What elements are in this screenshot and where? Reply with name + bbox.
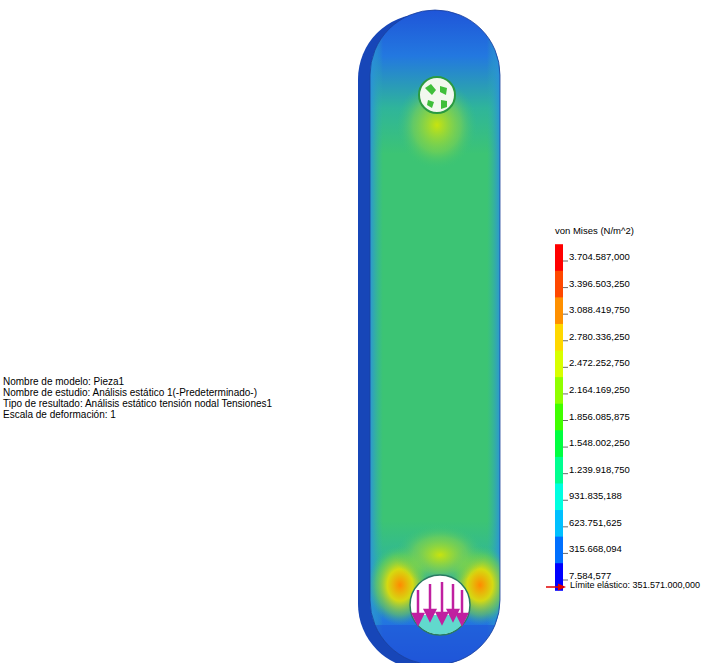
face-outline [370, 10, 500, 663]
scale-value: 3.088.419,750 [569, 305, 630, 315]
scale-title: von Mises (N/m^2) [555, 226, 634, 236]
scale-value: 623.751,625 [569, 518, 622, 528]
scale-swatch [555, 324, 563, 352]
scale-value: 3.396.503,250 [569, 279, 630, 289]
scale-swatch [555, 297, 563, 325]
yield-limit: Límite elástico: 351.571.000,000 [570, 581, 700, 591]
scale-value: 1.856.085,875 [569, 412, 630, 422]
scale-swatch [555, 483, 563, 511]
scale-swatch [555, 244, 563, 272]
scale-tick [563, 393, 568, 394]
study-name: Nombre de estudio: Análisis estático 1(-… [3, 387, 257, 398]
model-name: Nombre de modelo: Pieza1 [3, 376, 124, 387]
limit-arrow [546, 586, 560, 588]
scale-tick [563, 261, 568, 262]
scale-value: 315.668,094 [569, 544, 622, 554]
result-type: Tipo de resultado: Análisis estático ten… [3, 398, 272, 409]
scale-tick [563, 314, 568, 315]
scale-tick [563, 340, 568, 341]
scale-swatch [555, 377, 563, 405]
top-hole [419, 77, 455, 113]
scale-swatch [555, 537, 563, 565]
stress-overlay [368, 0, 512, 663]
scale-swatch [555, 457, 563, 485]
scale-value: 1.548.002,250 [569, 438, 630, 448]
limit-arrowhead [558, 584, 566, 591]
scale-swatch [555, 510, 563, 538]
scale-tick [563, 420, 568, 421]
scale-value: 1.239.918,750 [569, 465, 630, 475]
scale-swatch [555, 404, 563, 432]
scale-tick [563, 447, 568, 448]
scale-tick [563, 580, 568, 581]
scale-tick [563, 500, 568, 501]
scale-tick [563, 553, 568, 554]
deformation-scale: Escala de deformación: 1 [3, 409, 116, 420]
scale-value: 7.584,577 [569, 571, 611, 581]
scale-value: 3.704.587,000 [569, 252, 630, 262]
scale-swatch [555, 271, 563, 299]
scale-swatch [555, 430, 563, 458]
scale-tick [563, 526, 568, 527]
bottom-hole [410, 575, 470, 635]
scale-value: 2.472.252,750 [569, 358, 630, 368]
scale-value: 931.835,188 [569, 491, 622, 501]
scale-tick [563, 367, 568, 368]
scale-tick [563, 473, 568, 474]
scale-swatch [555, 351, 563, 379]
scale-tick [563, 287, 568, 288]
fixture-marks [425, 84, 447, 109]
scale-value: 2.164.169,250 [569, 385, 630, 395]
scale-value: 2.780.336,250 [569, 332, 630, 342]
load-arrows [413, 582, 467, 624]
